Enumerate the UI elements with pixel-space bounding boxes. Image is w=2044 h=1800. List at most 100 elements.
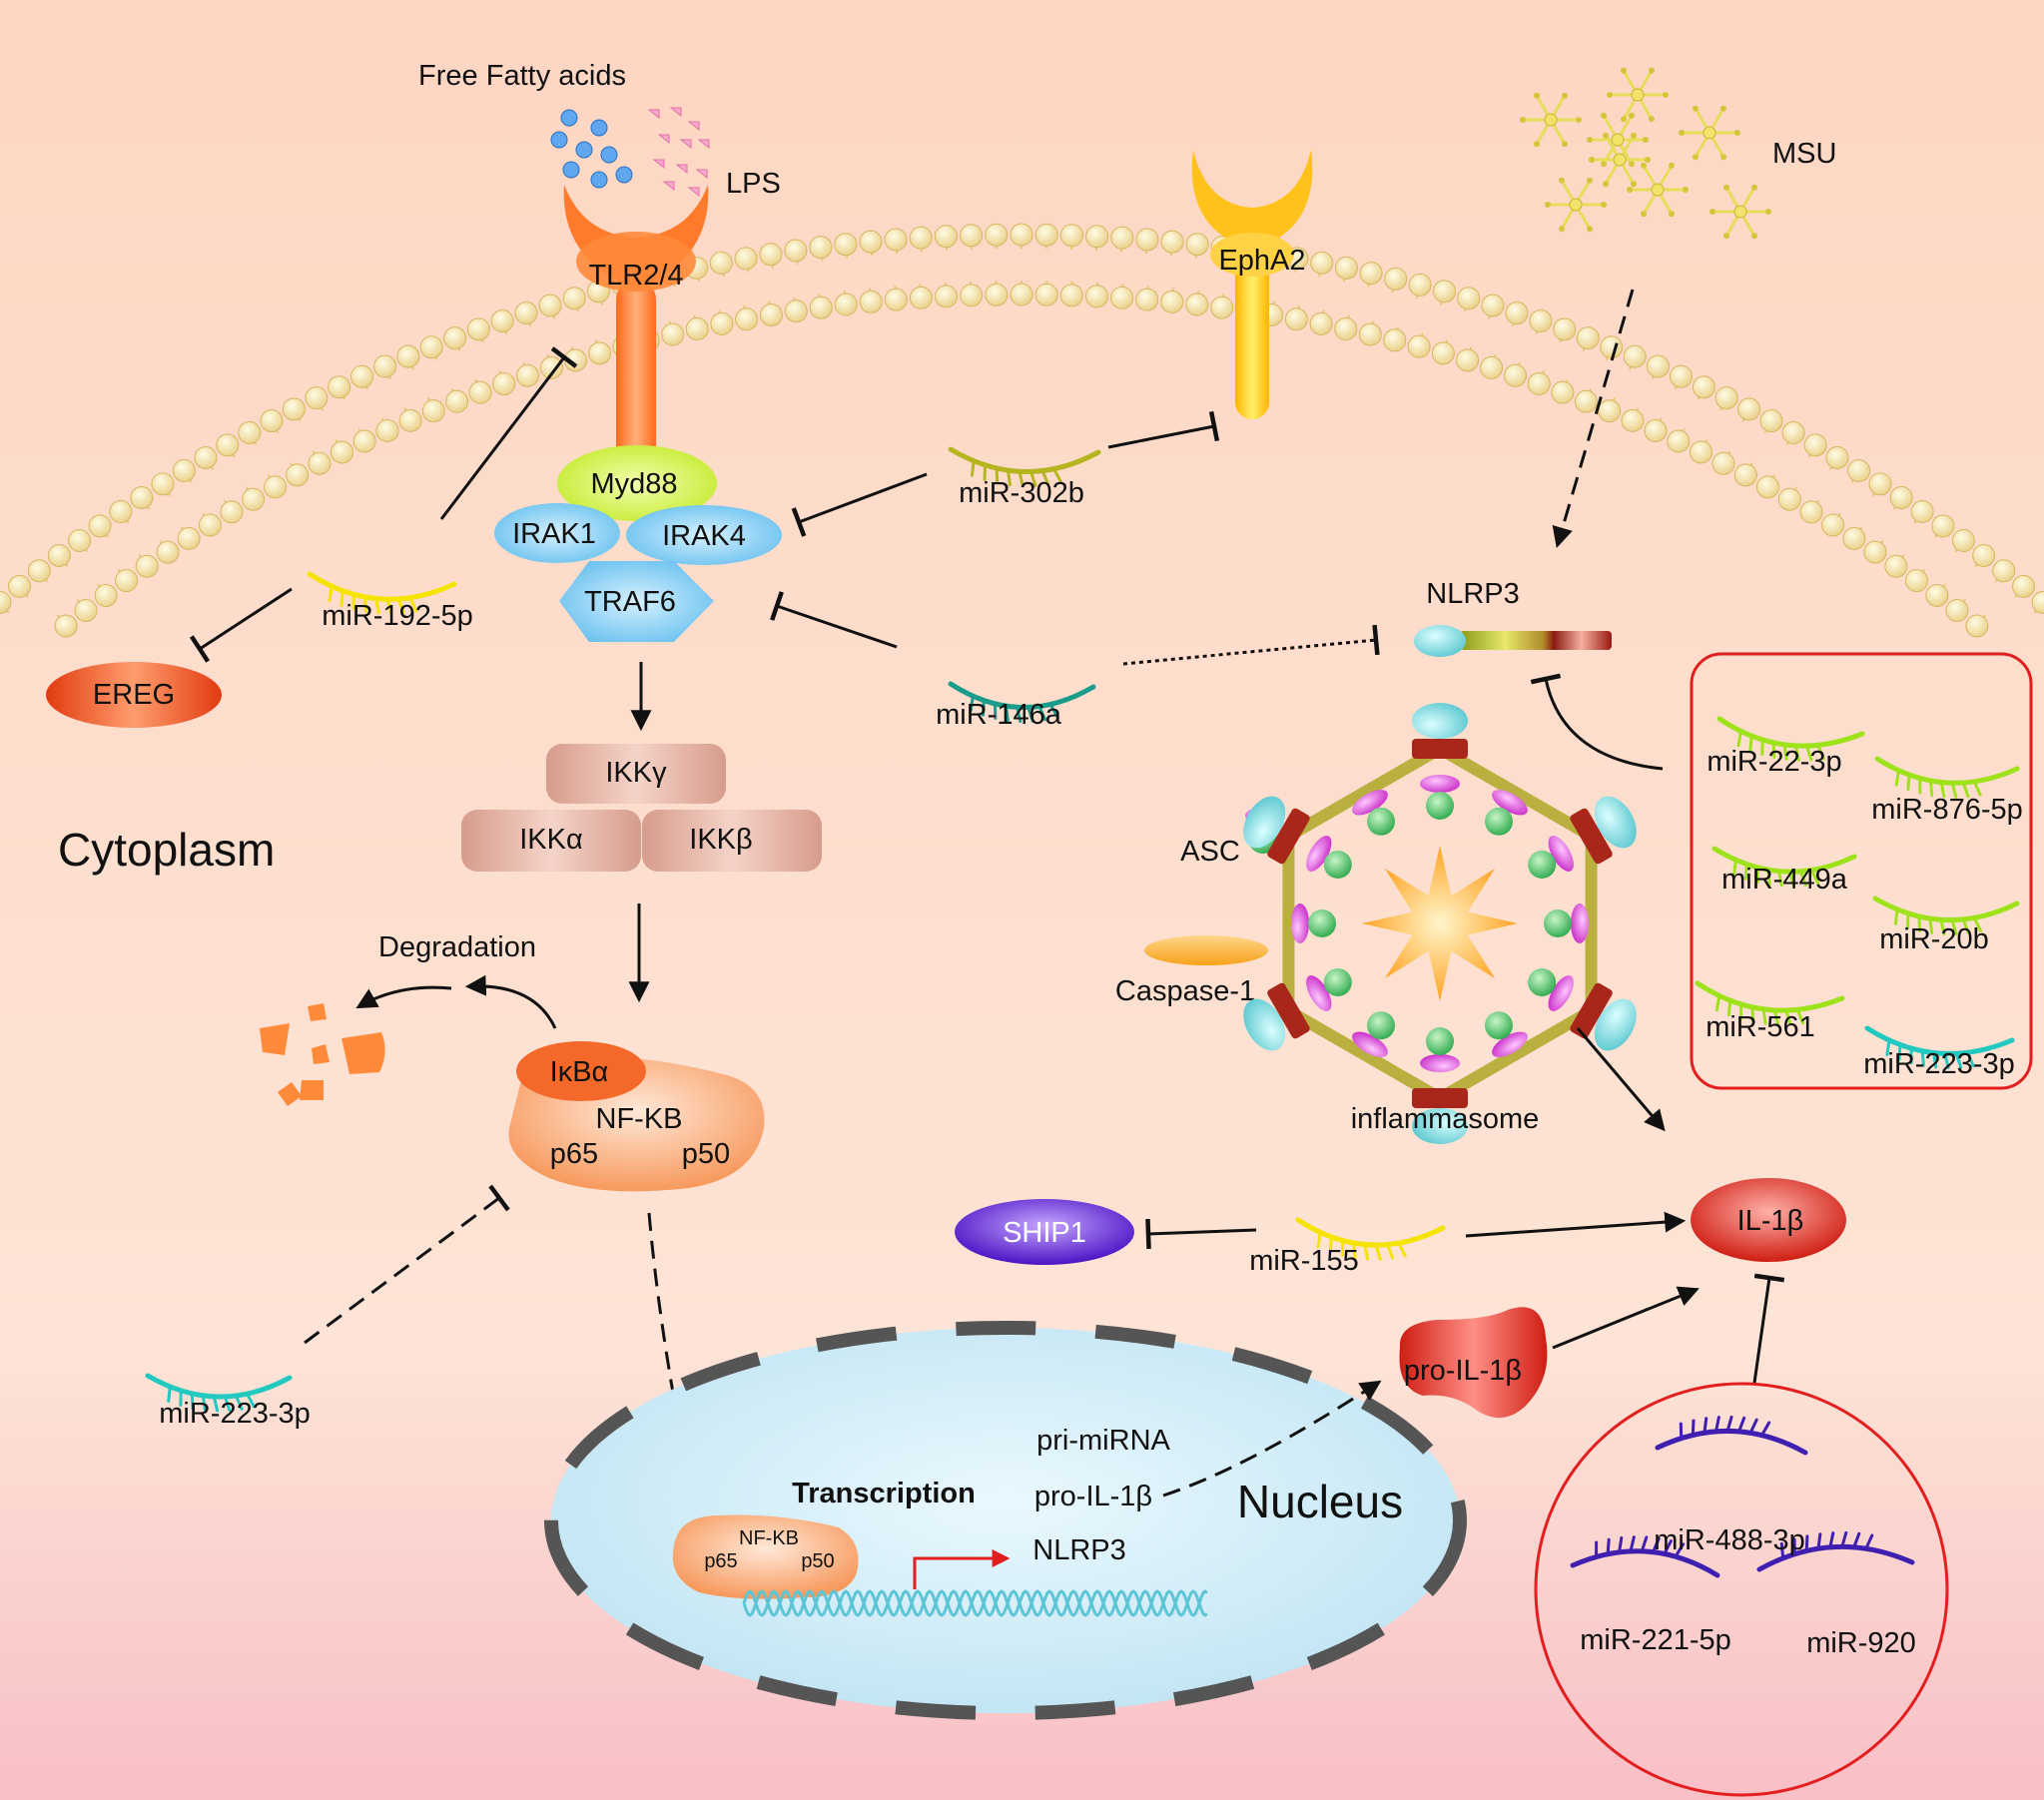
nucleus-label: Nucleus	[1237, 1476, 1403, 1527]
ereg-label: EREG	[93, 679, 175, 711]
pro-il1b-node	[1399, 1307, 1548, 1419]
irak1-label: IRAK1	[512, 518, 596, 550]
p50-label: p50	[682, 1138, 730, 1170]
mirna-group-circle	[1534, 1382, 1949, 1797]
circle-mir-label-0: miR-488-3p	[1654, 1524, 1805, 1556]
box-mirna-strands	[1695, 716, 2020, 1069]
arrow-msu-nlrp3	[1552, 289, 1635, 549]
inhibit-mir223-nfkb	[304, 1184, 510, 1345]
ikka-node	[461, 810, 641, 872]
mir-192-5p-strand	[307, 571, 457, 615]
box-mir-label-0: miR-22-3p	[1706, 746, 1841, 778]
ship1-label: SHIP1	[1003, 1217, 1086, 1249]
degradation-label: Degradation	[378, 931, 536, 963]
box-mir-label-4: miR-561	[1705, 1011, 1815, 1043]
nuclear-nfkb-label: NF-KB	[739, 1527, 799, 1549]
arrow-nucleus-proil1b	[1162, 1380, 1382, 1498]
inhibit-mir146-nlrp3	[1122, 624, 1380, 666]
mir-223-3p-strand	[145, 1373, 293, 1413]
irak4-label: IRAK4	[662, 520, 746, 552]
inhibit-mir146-traf6	[770, 591, 898, 649]
mir-155-label: miR-155	[1249, 1245, 1359, 1277]
pro-il1b-gene-label: pro-IL-1β	[1034, 1481, 1152, 1512]
box-mir-label-2: miR-449a	[1721, 864, 1848, 896]
ikkb-node	[642, 810, 822, 872]
ikkb-label: IKKβ	[689, 824, 752, 856]
mir-146a-strand	[948, 681, 1096, 724]
arrow-inflammasome-il1b	[1576, 1027, 1666, 1132]
ikka-label: IKKα	[519, 824, 583, 856]
tlr-label: TLR2/4	[588, 260, 683, 292]
mir-302b-label: miR-302b	[959, 477, 1084, 509]
msu-label: MSU	[1772, 138, 1836, 170]
circle-mirna-strands	[1570, 1415, 1915, 1578]
nucleus	[544, 1321, 1467, 1720]
il1b-label: IL-1β	[1737, 1205, 1804, 1237]
nuclear-p65-label: p65	[704, 1550, 737, 1572]
mir-155-strand	[1295, 1217, 1446, 1261]
arrow-nfkb-nucleus	[647, 1212, 695, 1473]
nlrp3-node	[1414, 625, 1612, 657]
inhibit-circle-il1b	[1752, 1273, 1785, 1384]
box-mir-label-5: miR-223-3p	[1863, 1048, 2015, 1080]
dna-helix	[742, 1589, 1208, 1617]
nuclear-nfkb-node	[672, 1514, 859, 1599]
ikkg-label: IKKγ	[605, 757, 667, 789]
irak1-node	[494, 503, 620, 563]
pri-mirna-label: pri-miRNA	[1036, 1425, 1170, 1457]
tlr-receptor	[563, 185, 709, 469]
box-mir-label-1: miR-876-5p	[1871, 794, 2023, 826]
msu-crystals	[1520, 67, 1771, 240]
inhibit-mir302-epha2	[1107, 410, 1220, 449]
ikba-node	[516, 1041, 646, 1101]
nfkb-label: NF-KB	[596, 1103, 683, 1135]
arrow-proil1b-il1b	[1552, 1286, 1700, 1350]
caspase1-icon	[1144, 935, 1268, 965]
il1b-node	[1691, 1178, 1846, 1262]
p65-label: p65	[550, 1138, 598, 1170]
epha2-receptor	[1191, 150, 1313, 419]
ikkg-node	[546, 744, 726, 804]
epha2-label: EphA2	[1218, 245, 1305, 277]
free-fatty-acid-molecules	[550, 109, 633, 189]
mirna-group-box	[1690, 652, 2033, 1090]
inhibit-mir192-tlr	[439, 346, 578, 520]
traf6-label: TRAF6	[584, 586, 676, 618]
nlrp3-label: NLRP3	[1426, 578, 1520, 610]
inhibit-mir155-ship1	[1145, 1218, 1257, 1250]
lps-molecules	[647, 107, 710, 198]
degraded-fragments	[260, 1003, 385, 1106]
inhibit-mir302-irak	[791, 472, 928, 537]
transcription-start-arrow	[913, 1549, 1011, 1589]
circle-mir-label-2: miR-920	[1806, 1627, 1916, 1659]
caspase1-label: Caspase-1	[1115, 975, 1255, 1007]
traf6-node	[559, 561, 714, 642]
inflammasome-label: inflammasome	[1351, 1103, 1540, 1135]
free-fatty-acids-label: Free Fatty acids	[418, 60, 626, 92]
box-mir-label-3: miR-20b	[1879, 923, 1989, 955]
nuclear-p50-label: p50	[801, 1550, 834, 1572]
inhibit-box-nlrp3	[1530, 673, 1664, 771]
arrow-ikba-degradation-a	[464, 974, 557, 1029]
arrow-ikba-degradation-b	[355, 985, 452, 1009]
irak4-node	[626, 505, 782, 565]
mir-302b-strand	[948, 446, 1101, 488]
inflammasome-complex	[1243, 703, 1637, 1144]
circle-mir-label-1: miR-221-5p	[1580, 1624, 1731, 1656]
arrow-mir155-il1b	[1465, 1211, 1687, 1238]
ship1-node	[955, 1199, 1134, 1265]
asc-label: ASC	[1180, 836, 1240, 868]
ikba-label: IκBα	[550, 1056, 609, 1088]
cytoplasm-label: Cytoplasm	[58, 824, 275, 876]
inhibit-mir192-ereg	[189, 587, 293, 663]
pro-il1b-label: pro-IL-1β	[1404, 1355, 1522, 1387]
myd88-label: Myd88	[590, 468, 677, 500]
transcription-label: Transcription	[792, 1478, 976, 1509]
mir-192-5p-label: miR-192-5p	[322, 600, 473, 632]
lps-label: LPS	[726, 168, 781, 200]
ereg-node	[46, 662, 222, 728]
myd88-node	[557, 445, 717, 521]
nlrp3-gene-label: NLRP3	[1032, 1534, 1126, 1566]
mir-146a-label: miR-146a	[936, 699, 1062, 731]
